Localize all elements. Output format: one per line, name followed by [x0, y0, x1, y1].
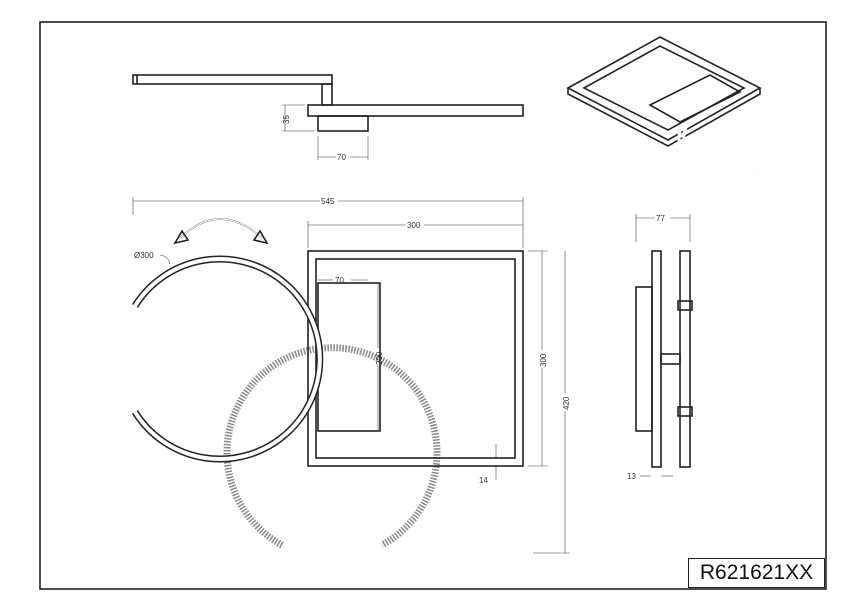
dim-200: 200 [375, 351, 384, 365]
dim-13: 13 [627, 472, 636, 481]
dim-300-height: 300 [539, 353, 548, 367]
dim-14: 14 [479, 476, 488, 485]
product-code-box: R621621XX [688, 558, 825, 588]
isometric-view [566, 36, 806, 182]
ring-rotated-ghost [223, 344, 441, 549]
dim-77: 77 [656, 214, 665, 223]
dim-35: 35 [282, 115, 291, 124]
dim-70-side: 70 [337, 153, 346, 162]
drawing-frame [39, 21, 827, 590]
dim-ring-diameter: Ø300 [134, 251, 154, 260]
dim-70-box: 70 [335, 276, 344, 285]
dim-420: 420 [562, 396, 571, 410]
side-view-right: 77 13 [627, 214, 693, 481]
front-view: 545 300 Ø300 70 200 300 420 14 [132, 197, 571, 554]
side-view-top: 35 70 [132, 74, 524, 162]
dim-300-width: 300 [407, 221, 421, 230]
dim-545: 545 [321, 197, 335, 206]
